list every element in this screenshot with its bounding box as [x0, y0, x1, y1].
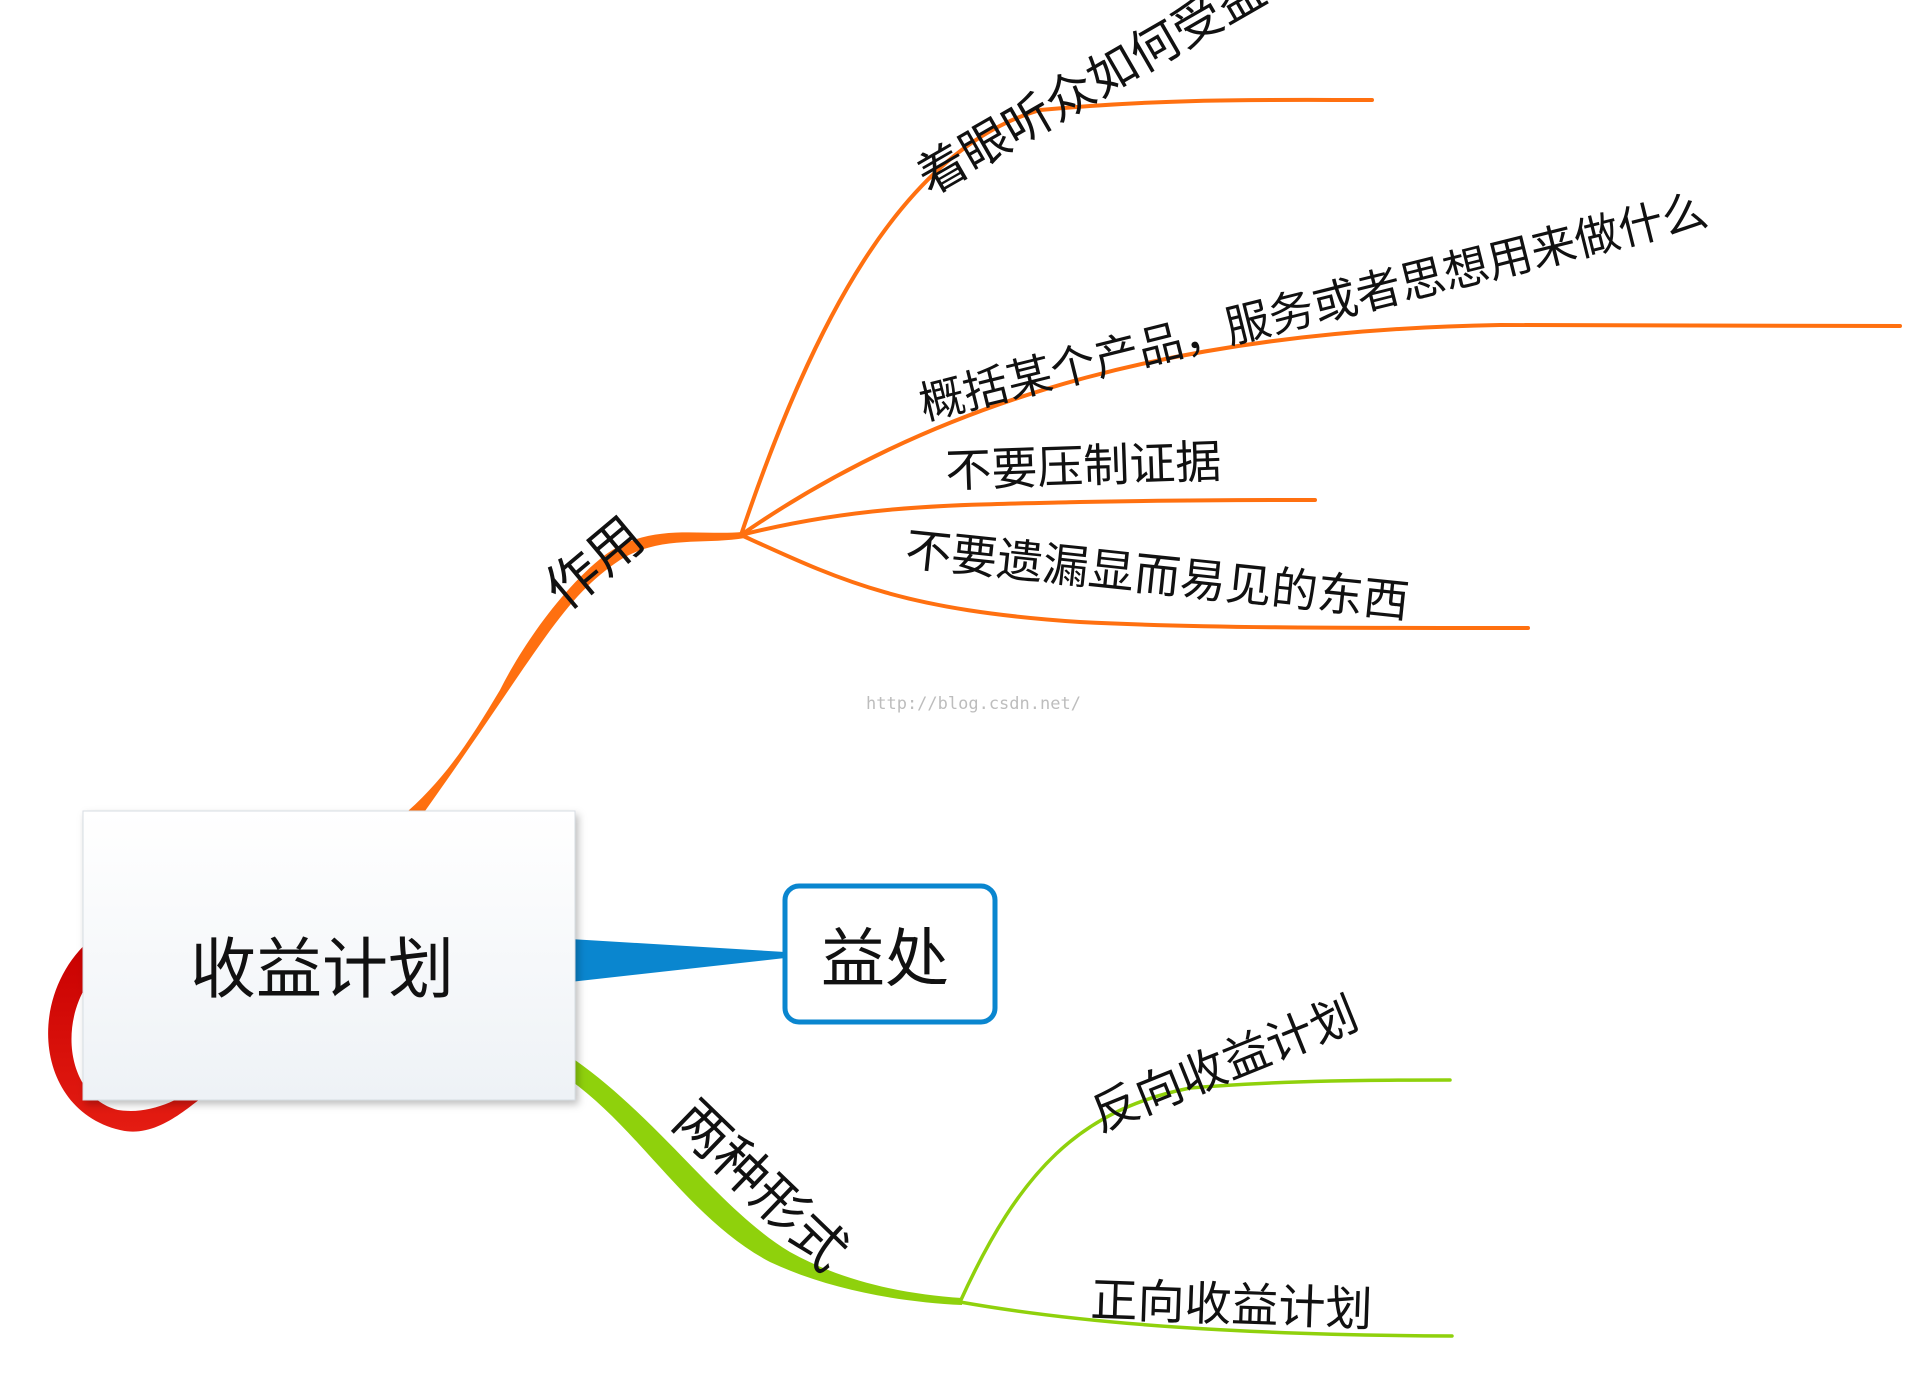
purpose-sub-branches [739, 97, 1902, 630]
forms-sub-branches [958, 1078, 1454, 1338]
forms-branch-2 [958, 1300, 1454, 1338]
purpose-item-1[interactable]: 着眼听众如何受益 [908, 0, 1276, 206]
purpose-topic-label[interactable]: 作用 [533, 504, 656, 622]
central-topic-label: 收益计划 [190, 931, 454, 1008]
purpose-branch-1 [739, 97, 1374, 537]
purpose-item-2[interactable]: 概括某个产品，服务或者思想用来做什么 [914, 183, 1713, 430]
benefit-topic-label: 益处 [821, 923, 949, 997]
central-topic[interactable]: 收益计划 [82, 810, 576, 1101]
purpose-item-3[interactable]: 不要压制证据 [944, 434, 1222, 498]
benefit-topic-box[interactable] [782, 883, 998, 1025]
purpose-branch-4 [739, 533, 1530, 630]
forms-item-1[interactable]: 反向收益计划 [1084, 986, 1366, 1143]
watermark-text: http://blog.csdn.net/ [866, 694, 1081, 714]
benefit-branch [570, 939, 785, 982]
purpose-branch-3 [739, 498, 1317, 537]
central-topic-card[interactable] [82, 810, 576, 1101]
forms-branch-1 [958, 1078, 1452, 1304]
purpose-main-branch [400, 532, 745, 818]
forms-main-branch [570, 1060, 962, 1305]
forms-item-2[interactable]: 正向收益计划 [1090, 1273, 1374, 1338]
purpose-branch-2 [739, 322, 1902, 537]
benefit-topic[interactable]: 益处 [782, 883, 998, 1025]
